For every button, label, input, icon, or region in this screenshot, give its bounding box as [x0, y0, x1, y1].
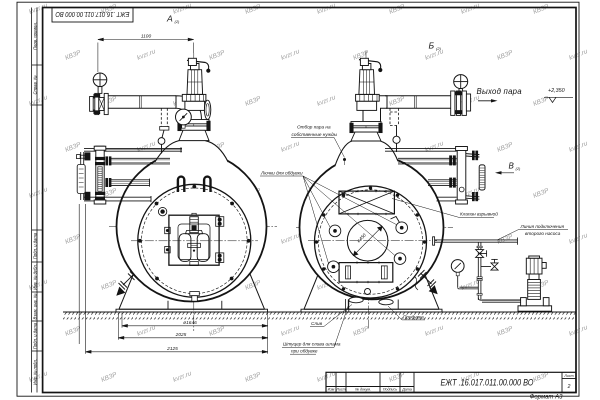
- svg-text:(2): (2): [516, 166, 522, 171]
- svg-text:Формат А3: Формат А3: [530, 395, 563, 400]
- svg-text:(2): (2): [175, 19, 181, 24]
- svg-text:Отбор пара на: Отбор пара на: [297, 125, 331, 130]
- svg-text:Линия подключения: Линия подключения: [520, 224, 565, 229]
- svg-text:ЕЖТ .16.017.011.00.000 ВО: ЕЖТ .16.017.011.00.000 ВО: [55, 10, 129, 19]
- svg-text:Б: Б: [429, 41, 435, 51]
- svg-text:А: А: [166, 14, 173, 24]
- svg-text:Подпись: Подпись: [383, 388, 397, 392]
- svg-text:Перв. примен.: Перв. примен.: [33, 22, 38, 50]
- svg-text:Справ. №: Справ. №: [33, 75, 38, 94]
- svg-text:Выход пара: Выход пара: [477, 87, 523, 96]
- svg-text:Клапан взрывной: Клапан взрывной: [460, 211, 498, 217]
- svg-text:Продувка: Продувка: [403, 314, 424, 319]
- svg-text:Подп. и дата: Подп. и дата: [33, 232, 38, 259]
- svg-text:Слив: Слив: [311, 321, 323, 326]
- svg-text:собственные нужды: собственные нужды: [292, 132, 338, 137]
- svg-text:В: В: [509, 162, 515, 171]
- svg-text:1100: 1100: [141, 34, 152, 40]
- svg-text:№ докум.: № докум.: [355, 388, 371, 392]
- svg-text:второго насоса: второго насоса: [525, 231, 561, 236]
- svg-text:Лючки для обдувки: Лючки для обдувки: [260, 170, 303, 175]
- svg-text:2125: 2125: [166, 346, 178, 352]
- svg-text:Лист: Лист: [563, 374, 573, 378]
- svg-text:Подп. и дата: Подп. и дата: [33, 322, 38, 349]
- svg-text:2025: 2025: [175, 332, 187, 338]
- svg-text:+2,350: +2,350: [548, 88, 565, 94]
- svg-text:Инв. № подл.: Инв. № подл.: [33, 359, 38, 385]
- svg-text:Штуцер для слива шлама: Штуцер для слива шлама: [283, 342, 341, 347]
- svg-text:ЕЖТ .16.017.011.00.000 ВО: ЕЖТ .16.017.011.00.000 ВО: [441, 377, 534, 387]
- svg-text:при обдувке: при обдувке: [291, 349, 318, 354]
- svg-text:(2): (2): [436, 46, 442, 51]
- svg-text:Дата: Дата: [401, 388, 411, 392]
- svg-text:ø1646: ø1646: [183, 320, 197, 326]
- svg-text:Инв. № дубл.: Инв. № дубл.: [33, 264, 38, 290]
- svg-text:Взам. инв. №: Взам. инв. №: [33, 293, 38, 319]
- svg-text:ø450: ø450: [356, 232, 367, 243]
- svg-text:Лист: Лист: [335, 388, 345, 392]
- svg-text:Изм: Изм: [328, 388, 335, 392]
- svg-text:2: 2: [567, 384, 571, 390]
